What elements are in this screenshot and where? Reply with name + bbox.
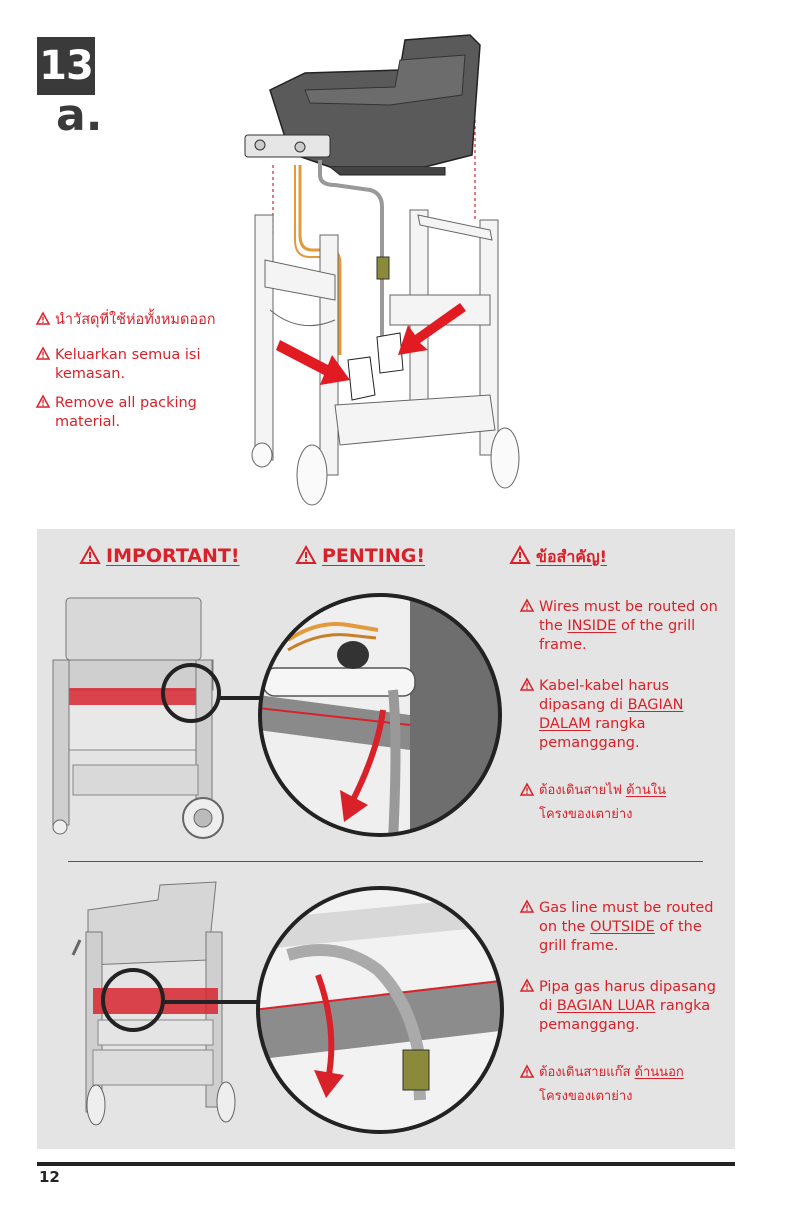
warning-triangle-icon	[79, 544, 101, 564]
warning-triangle-icon	[519, 598, 535, 612]
note-emphasis: ด้านนอก	[634, 1065, 684, 1080]
header-thai-text: ข้อสำคัญ!	[536, 547, 607, 566]
warning-triangle-icon	[509, 544, 531, 564]
note-line: Pipa gas harus dipasang	[539, 979, 716, 995]
warning-triangle-icon	[295, 544, 317, 564]
note-line: on the	[539, 919, 591, 935]
warning-line: material.	[55, 414, 121, 430]
note-emphasis: INSIDE	[567, 618, 617, 634]
note-line: โครงของเตาย่าง	[539, 1089, 633, 1104]
warning-triangle-icon	[519, 899, 535, 913]
footer-rule	[37, 1162, 735, 1166]
header-important: IMPORTANT!	[79, 544, 240, 567]
warning-remove-packing-th: นำวัสดุที่ใช้ห่อทั้งหมดออก	[35, 311, 216, 330]
note-gas-th: ต้องเดินสายแก๊ส ด้านนอกโครงของเตาย่าง	[519, 1061, 730, 1109]
section-divider	[68, 861, 703, 862]
header-penting: PENTING!	[295, 544, 425, 567]
note-line: Kabel-kabel harus	[539, 678, 670, 694]
note-line: Wires must be routed on	[539, 599, 718, 615]
note-line: di	[539, 998, 557, 1014]
grill-assembly-illustration	[244, 34, 520, 506]
note-emphasis: ด้านใน	[626, 783, 666, 798]
note-wires-en: Wires must be routed on the INSIDE of the…	[519, 598, 730, 655]
warning-triangle-icon	[35, 346, 51, 360]
warning-line: Keluarkan semua isi	[55, 347, 201, 363]
note-line: rangka	[655, 998, 711, 1014]
note-gas-id: Pipa gas harus dipasang di BAGIAN LUAR ra…	[519, 978, 735, 1035]
warning-line: Remove all packing	[55, 395, 197, 411]
note-emphasis: OUTSIDE	[590, 919, 655, 935]
note-line: pemanggang.	[539, 735, 640, 751]
note-emphasis: BAGIAN LUAR	[556, 998, 656, 1014]
header-penting-text: PENTING!	[322, 545, 425, 567]
header-important-text: IMPORTANT!	[106, 545, 240, 567]
note-wires-th: ต้องเดินสายไฟ ด้านในโครงของเตาย่าง	[519, 779, 730, 827]
note-emphasis: DALAM	[539, 716, 591, 732]
wires-routing-illustration	[52, 593, 502, 839]
note-line: ต้องเดินสายไฟ	[539, 783, 627, 798]
note-line: dipasang di	[539, 697, 628, 713]
warning-remove-packing-en: Remove all packing material.	[35, 394, 197, 432]
header-thai: ข้อสำคัญ!	[509, 544, 607, 570]
warning-triangle-icon	[35, 311, 51, 325]
warning-triangle-icon	[519, 1064, 535, 1078]
step-number: 13	[37, 37, 95, 95]
warning-triangle-icon	[519, 782, 535, 796]
note-line: of the	[654, 919, 702, 935]
note-line: Gas line must be routed	[539, 900, 714, 916]
page-number: 12	[39, 1168, 60, 1186]
substep-label: a.	[56, 90, 103, 141]
note-line: the	[539, 618, 568, 634]
note-line: pemanggang.	[539, 1017, 640, 1033]
note-line: grill frame.	[539, 938, 619, 954]
note-wires-id: Kabel-kabel harus dipasang di BAGIAN DALAM…	[519, 677, 730, 753]
note-line: frame.	[539, 637, 587, 653]
note-line: of the grill	[616, 618, 696, 634]
note-line: โครงของเตาย่าง	[539, 807, 633, 822]
warning-triangle-icon	[519, 677, 535, 691]
warning-remove-packing-id: Keluarkan semua isi kemasan.	[35, 346, 201, 384]
note-line: rangka	[590, 716, 646, 732]
warning-triangle-icon	[35, 394, 51, 408]
gas-routing-illustration	[71, 881, 504, 1134]
warning-line: kemasan.	[55, 366, 126, 382]
note-line: ต้องเดินสายแก๊ส	[539, 1065, 635, 1080]
warning-text: นำวัสดุที่ใช้ห่อทั้งหมดออก	[55, 312, 216, 328]
warning-triangle-icon	[519, 978, 535, 992]
note-emphasis: BAGIAN	[627, 697, 684, 713]
note-gas-en: Gas line must be routed on the OUTSIDE of…	[519, 899, 730, 956]
